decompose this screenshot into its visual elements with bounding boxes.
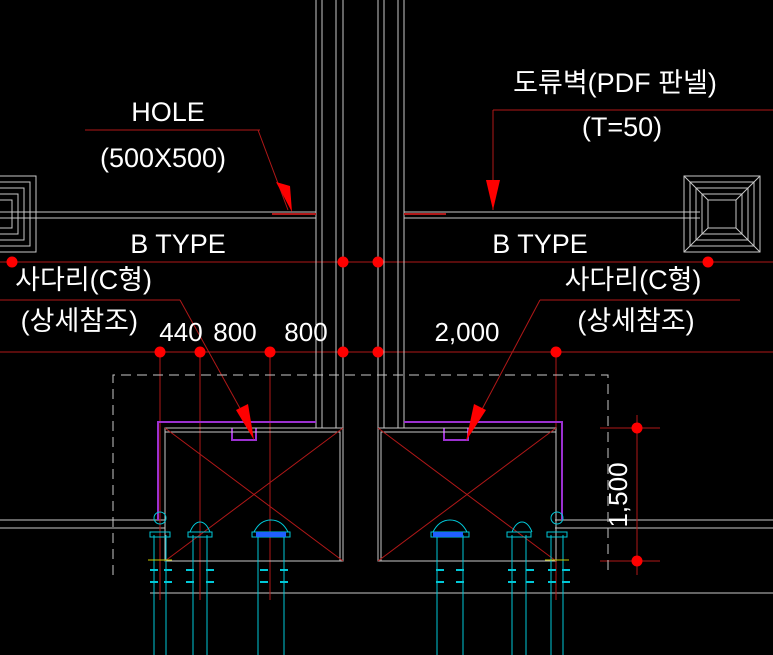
dimension-800-a: 800 <box>213 317 256 347</box>
chamber-diagonals <box>164 427 557 562</box>
red-reference-lines <box>0 109 773 600</box>
horizontal-guide-lines <box>0 519 773 594</box>
left-chamber <box>164 427 344 562</box>
cyan-ticks <box>150 569 570 583</box>
ladder-label-right: 사다리(C형) <box>565 265 702 295</box>
pit-dashed-outline <box>112 374 609 575</box>
type-label-right: B TYPE <box>492 229 588 259</box>
leader-lines <box>85 129 541 433</box>
dimension-2000: 2,000 <box>434 317 499 347</box>
pipe-columns <box>149 511 568 655</box>
left-square-symbol <box>0 175 37 253</box>
arrowheads <box>236 180 500 441</box>
purple-liner <box>157 421 563 520</box>
right-chamber <box>377 427 557 562</box>
ladder-ref-left: (상세참조) <box>21 306 138 336</box>
type-label-left: B TYPE <box>130 229 226 259</box>
ladder-label-left: 사다리(C형) <box>15 265 152 295</box>
hole-arrow <box>276 182 292 212</box>
ladder-ref-right: (상세참조) <box>577 306 694 336</box>
dimension-440: 440 <box>159 317 202 347</box>
blue-caps <box>256 532 463 537</box>
hole-title: HOLE <box>131 97 205 127</box>
dimension-1500: 1,500 <box>603 462 633 527</box>
central-wall <box>315 0 405 428</box>
dimension-dots <box>6 256 714 567</box>
hole-size: (500X500) <box>100 143 226 173</box>
wall-title: 도류벽(PDF 판넬) <box>513 68 717 98</box>
panel-wall <box>0 211 700 219</box>
ladder-left-arrow <box>236 404 254 440</box>
wall-arrow <box>486 180 500 210</box>
ladder-right-arrow <box>466 404 486 441</box>
wall-thickness: (T=50) <box>582 112 662 142</box>
dimension-800-b: 800 <box>284 317 327 347</box>
right-square-symbol <box>683 175 761 253</box>
